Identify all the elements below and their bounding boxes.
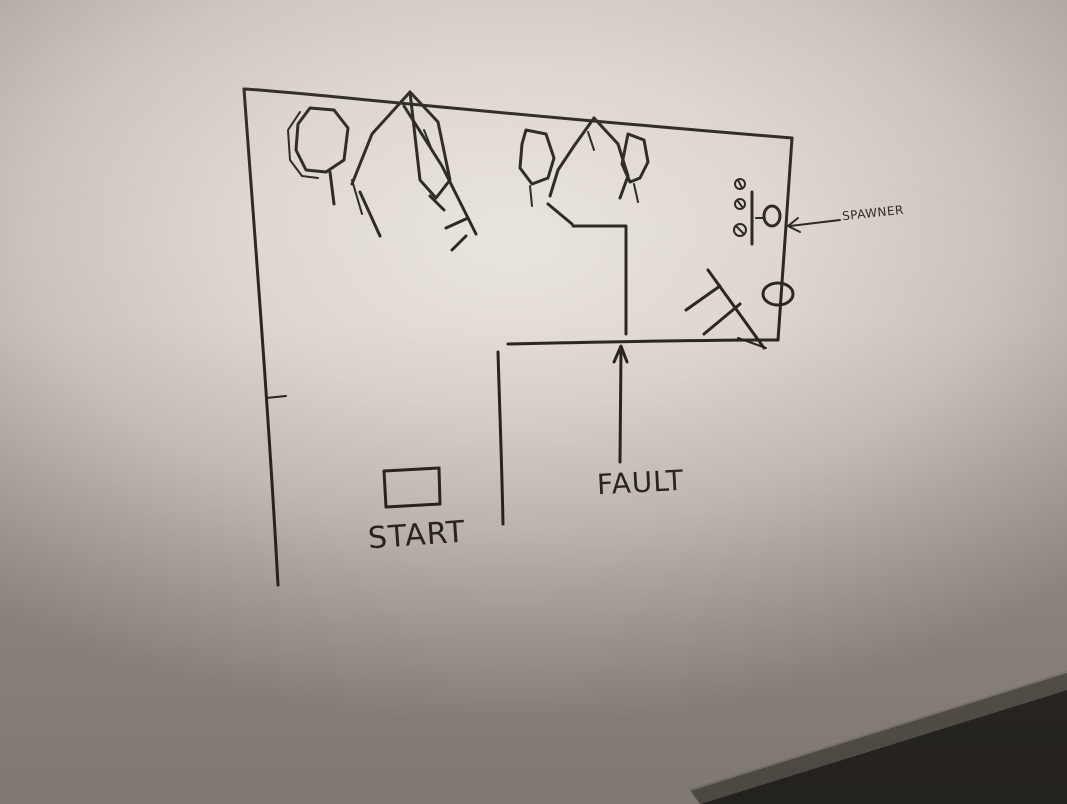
fault-label: FAULT xyxy=(596,463,685,502)
tree-sketch-icon xyxy=(620,132,650,203)
start-box-icon xyxy=(382,466,442,509)
spawner-arrow xyxy=(787,217,841,233)
tree-sketch-icon xyxy=(518,128,556,207)
start-label: START xyxy=(366,514,467,557)
spawner-symbols xyxy=(733,178,782,246)
gate-sketch xyxy=(684,268,795,350)
map-border xyxy=(242,87,794,587)
circle-icon xyxy=(761,281,795,307)
interior-walls xyxy=(496,224,780,526)
tree-sketch-icon xyxy=(287,106,363,215)
tree-sketch-icon xyxy=(350,90,478,252)
fault-arrow xyxy=(612,344,629,464)
tree-sketch-icon xyxy=(546,116,630,226)
